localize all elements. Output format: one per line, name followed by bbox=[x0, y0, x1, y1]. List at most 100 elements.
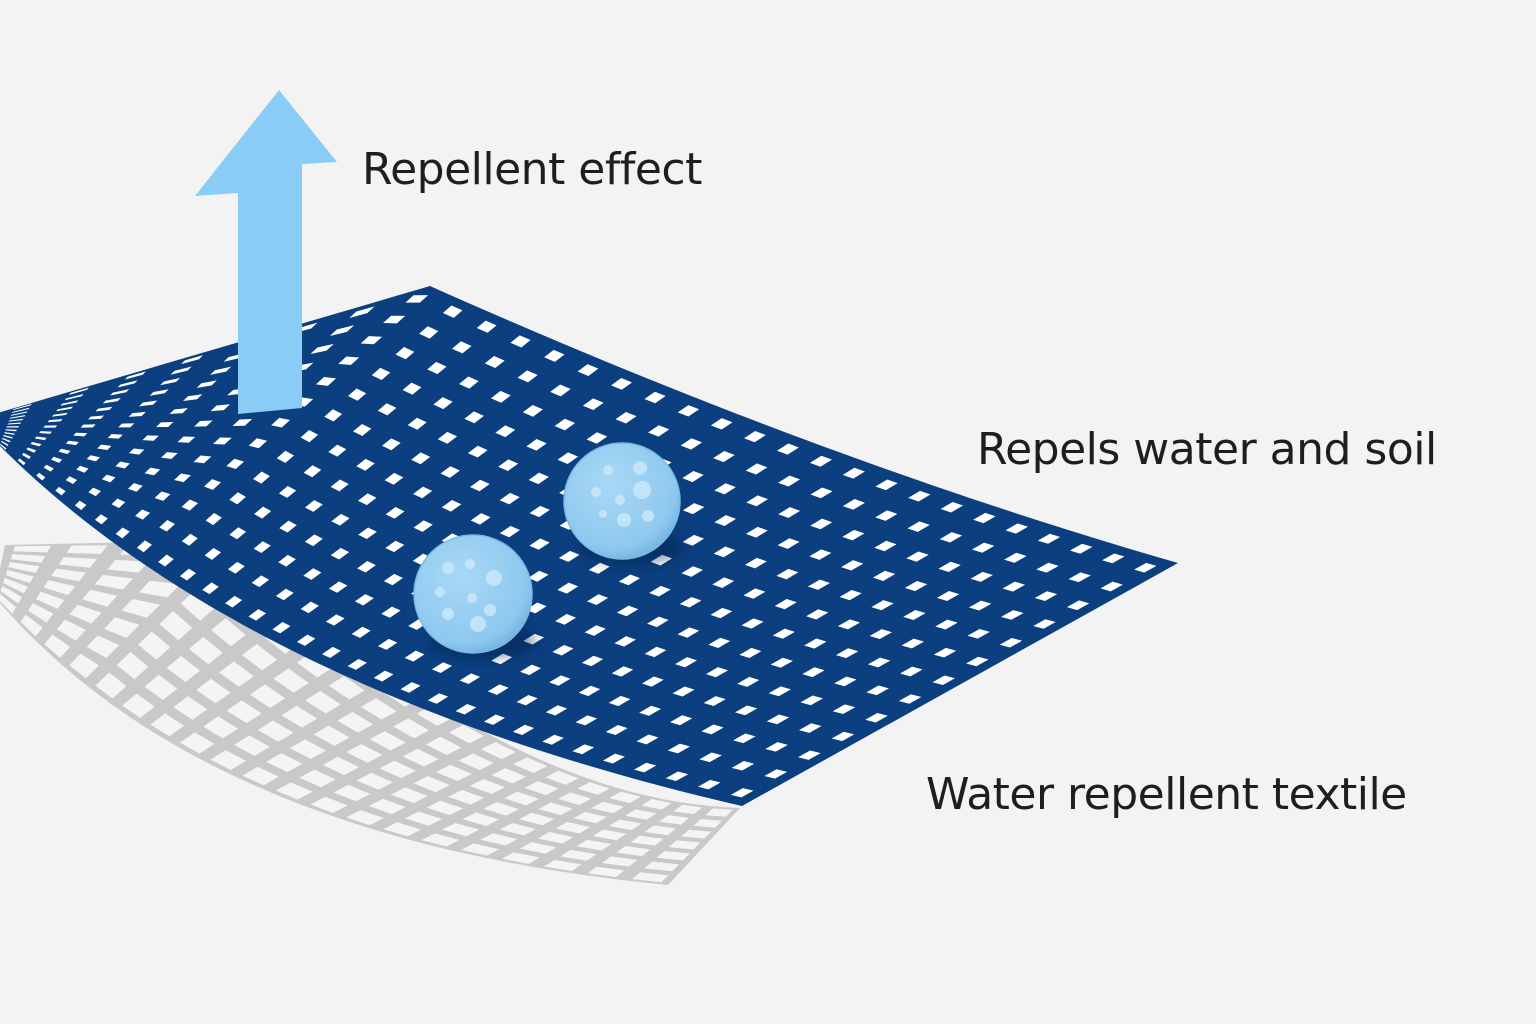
textile-pore bbox=[520, 664, 542, 676]
textile-pore bbox=[1036, 562, 1059, 573]
shadow-mesh-cell bbox=[591, 801, 624, 814]
textile-pore bbox=[677, 405, 700, 417]
textile-pore bbox=[647, 616, 669, 628]
shadow-mesh-cell bbox=[107, 559, 149, 573]
textile-pore bbox=[13, 403, 32, 411]
shadow-mesh-cell bbox=[203, 716, 239, 739]
shadow-mesh-cell bbox=[503, 791, 539, 806]
textile-pore bbox=[431, 662, 453, 673]
shadow-mesh-cell bbox=[296, 652, 333, 678]
textile-pore bbox=[3, 435, 13, 439]
textile-pore bbox=[88, 415, 105, 420]
water-droplet-lower bbox=[413, 534, 537, 658]
shadow-mesh-cell bbox=[305, 690, 341, 714]
shadow-mesh-cell bbox=[257, 720, 294, 742]
shadow-mesh-cell bbox=[360, 698, 397, 720]
textile-pore bbox=[276, 450, 295, 463]
textile-pore bbox=[179, 568, 196, 581]
textile-pore bbox=[835, 648, 859, 659]
textile-pore bbox=[900, 666, 923, 677]
droplet-highlight bbox=[442, 608, 454, 620]
textile-pore bbox=[682, 534, 705, 546]
textile-pore bbox=[517, 370, 538, 383]
textile-pore bbox=[810, 518, 833, 530]
textile-pore bbox=[407, 417, 427, 430]
textile-pore bbox=[183, 394, 203, 401]
shadow-mesh-cell bbox=[180, 590, 215, 621]
shadow-mesh-cell bbox=[537, 832, 574, 844]
textile-pore bbox=[699, 752, 722, 763]
textile-pore bbox=[586, 594, 609, 606]
shadow-mesh-cell bbox=[609, 791, 641, 804]
shadow-mesh-cell bbox=[502, 852, 540, 864]
textile-pore bbox=[136, 540, 152, 553]
textile-pore bbox=[940, 502, 964, 513]
textile-pore bbox=[139, 400, 158, 407]
textile-pore bbox=[60, 400, 79, 406]
shadow-mesh-cell bbox=[404, 811, 443, 826]
shadow-mesh-cell bbox=[368, 798, 406, 815]
shadow-mesh-cell bbox=[705, 808, 733, 817]
textile-pore bbox=[665, 771, 689, 782]
textile-pore bbox=[744, 557, 767, 569]
repellent-effect-label: Repellent effect bbox=[362, 144, 702, 195]
textile-pore bbox=[968, 600, 992, 611]
textile-pore bbox=[154, 491, 171, 501]
textile-pore bbox=[675, 657, 697, 668]
textile-pore bbox=[95, 406, 113, 412]
textile-pore bbox=[330, 479, 349, 492]
textile-pore bbox=[17, 458, 26, 466]
textile-pore bbox=[441, 500, 462, 512]
textile-pore bbox=[360, 336, 383, 345]
shadow-mesh-cell bbox=[58, 557, 97, 568]
textile-pore bbox=[778, 475, 800, 487]
textile-pore bbox=[381, 606, 401, 618]
droplet-highlight bbox=[642, 510, 654, 522]
shadow-mesh-cell bbox=[538, 802, 573, 816]
textile-pore bbox=[385, 540, 405, 553]
shadow-mesh-cell bbox=[421, 833, 460, 847]
shadow-mesh-cell bbox=[592, 829, 627, 841]
textile-pore bbox=[196, 380, 217, 388]
textile-pore bbox=[966, 656, 989, 667]
textile-pore bbox=[39, 431, 52, 434]
textile-pore bbox=[357, 561, 376, 573]
textile-pore bbox=[210, 404, 231, 412]
textile-pore bbox=[470, 513, 491, 525]
textile-pore bbox=[802, 667, 825, 678]
textile-pore bbox=[324, 409, 343, 422]
textile-pore bbox=[575, 715, 598, 726]
shadow-mesh-cell bbox=[576, 839, 612, 851]
droplet-highlight bbox=[465, 559, 475, 569]
textile-pore bbox=[144, 467, 161, 476]
textile-pore bbox=[353, 423, 372, 437]
textile-pore bbox=[80, 424, 96, 428]
shadow-mesh-cell bbox=[122, 693, 155, 718]
textile-pore bbox=[1005, 523, 1028, 534]
textile-pore bbox=[1002, 581, 1026, 592]
textile-pore bbox=[526, 439, 547, 451]
textile-pore bbox=[809, 455, 832, 467]
textile-pore bbox=[499, 526, 520, 538]
shadow-mesh-cell bbox=[616, 846, 651, 857]
textile-pore bbox=[842, 467, 865, 479]
shadow-mesh-cell bbox=[234, 735, 270, 756]
textile-pore bbox=[205, 513, 222, 526]
textile-pore bbox=[76, 465, 89, 473]
textile-pore bbox=[411, 452, 431, 465]
textile-pore bbox=[248, 438, 268, 449]
textile-pore bbox=[253, 541, 271, 554]
shadow-mesh-cell bbox=[299, 769, 336, 788]
textile-pore bbox=[577, 364, 599, 376]
textile-pore bbox=[400, 682, 421, 693]
textile-pore bbox=[522, 404, 543, 417]
textile-pore bbox=[498, 459, 519, 471]
textile-pore bbox=[328, 581, 348, 593]
textile-pore bbox=[778, 507, 801, 518]
textile-pore bbox=[427, 693, 449, 704]
textile-pore bbox=[300, 601, 319, 614]
textile-pore bbox=[419, 326, 439, 339]
textile-pore bbox=[529, 538, 550, 550]
textile-pore bbox=[348, 388, 367, 401]
textile-pore bbox=[254, 506, 272, 519]
